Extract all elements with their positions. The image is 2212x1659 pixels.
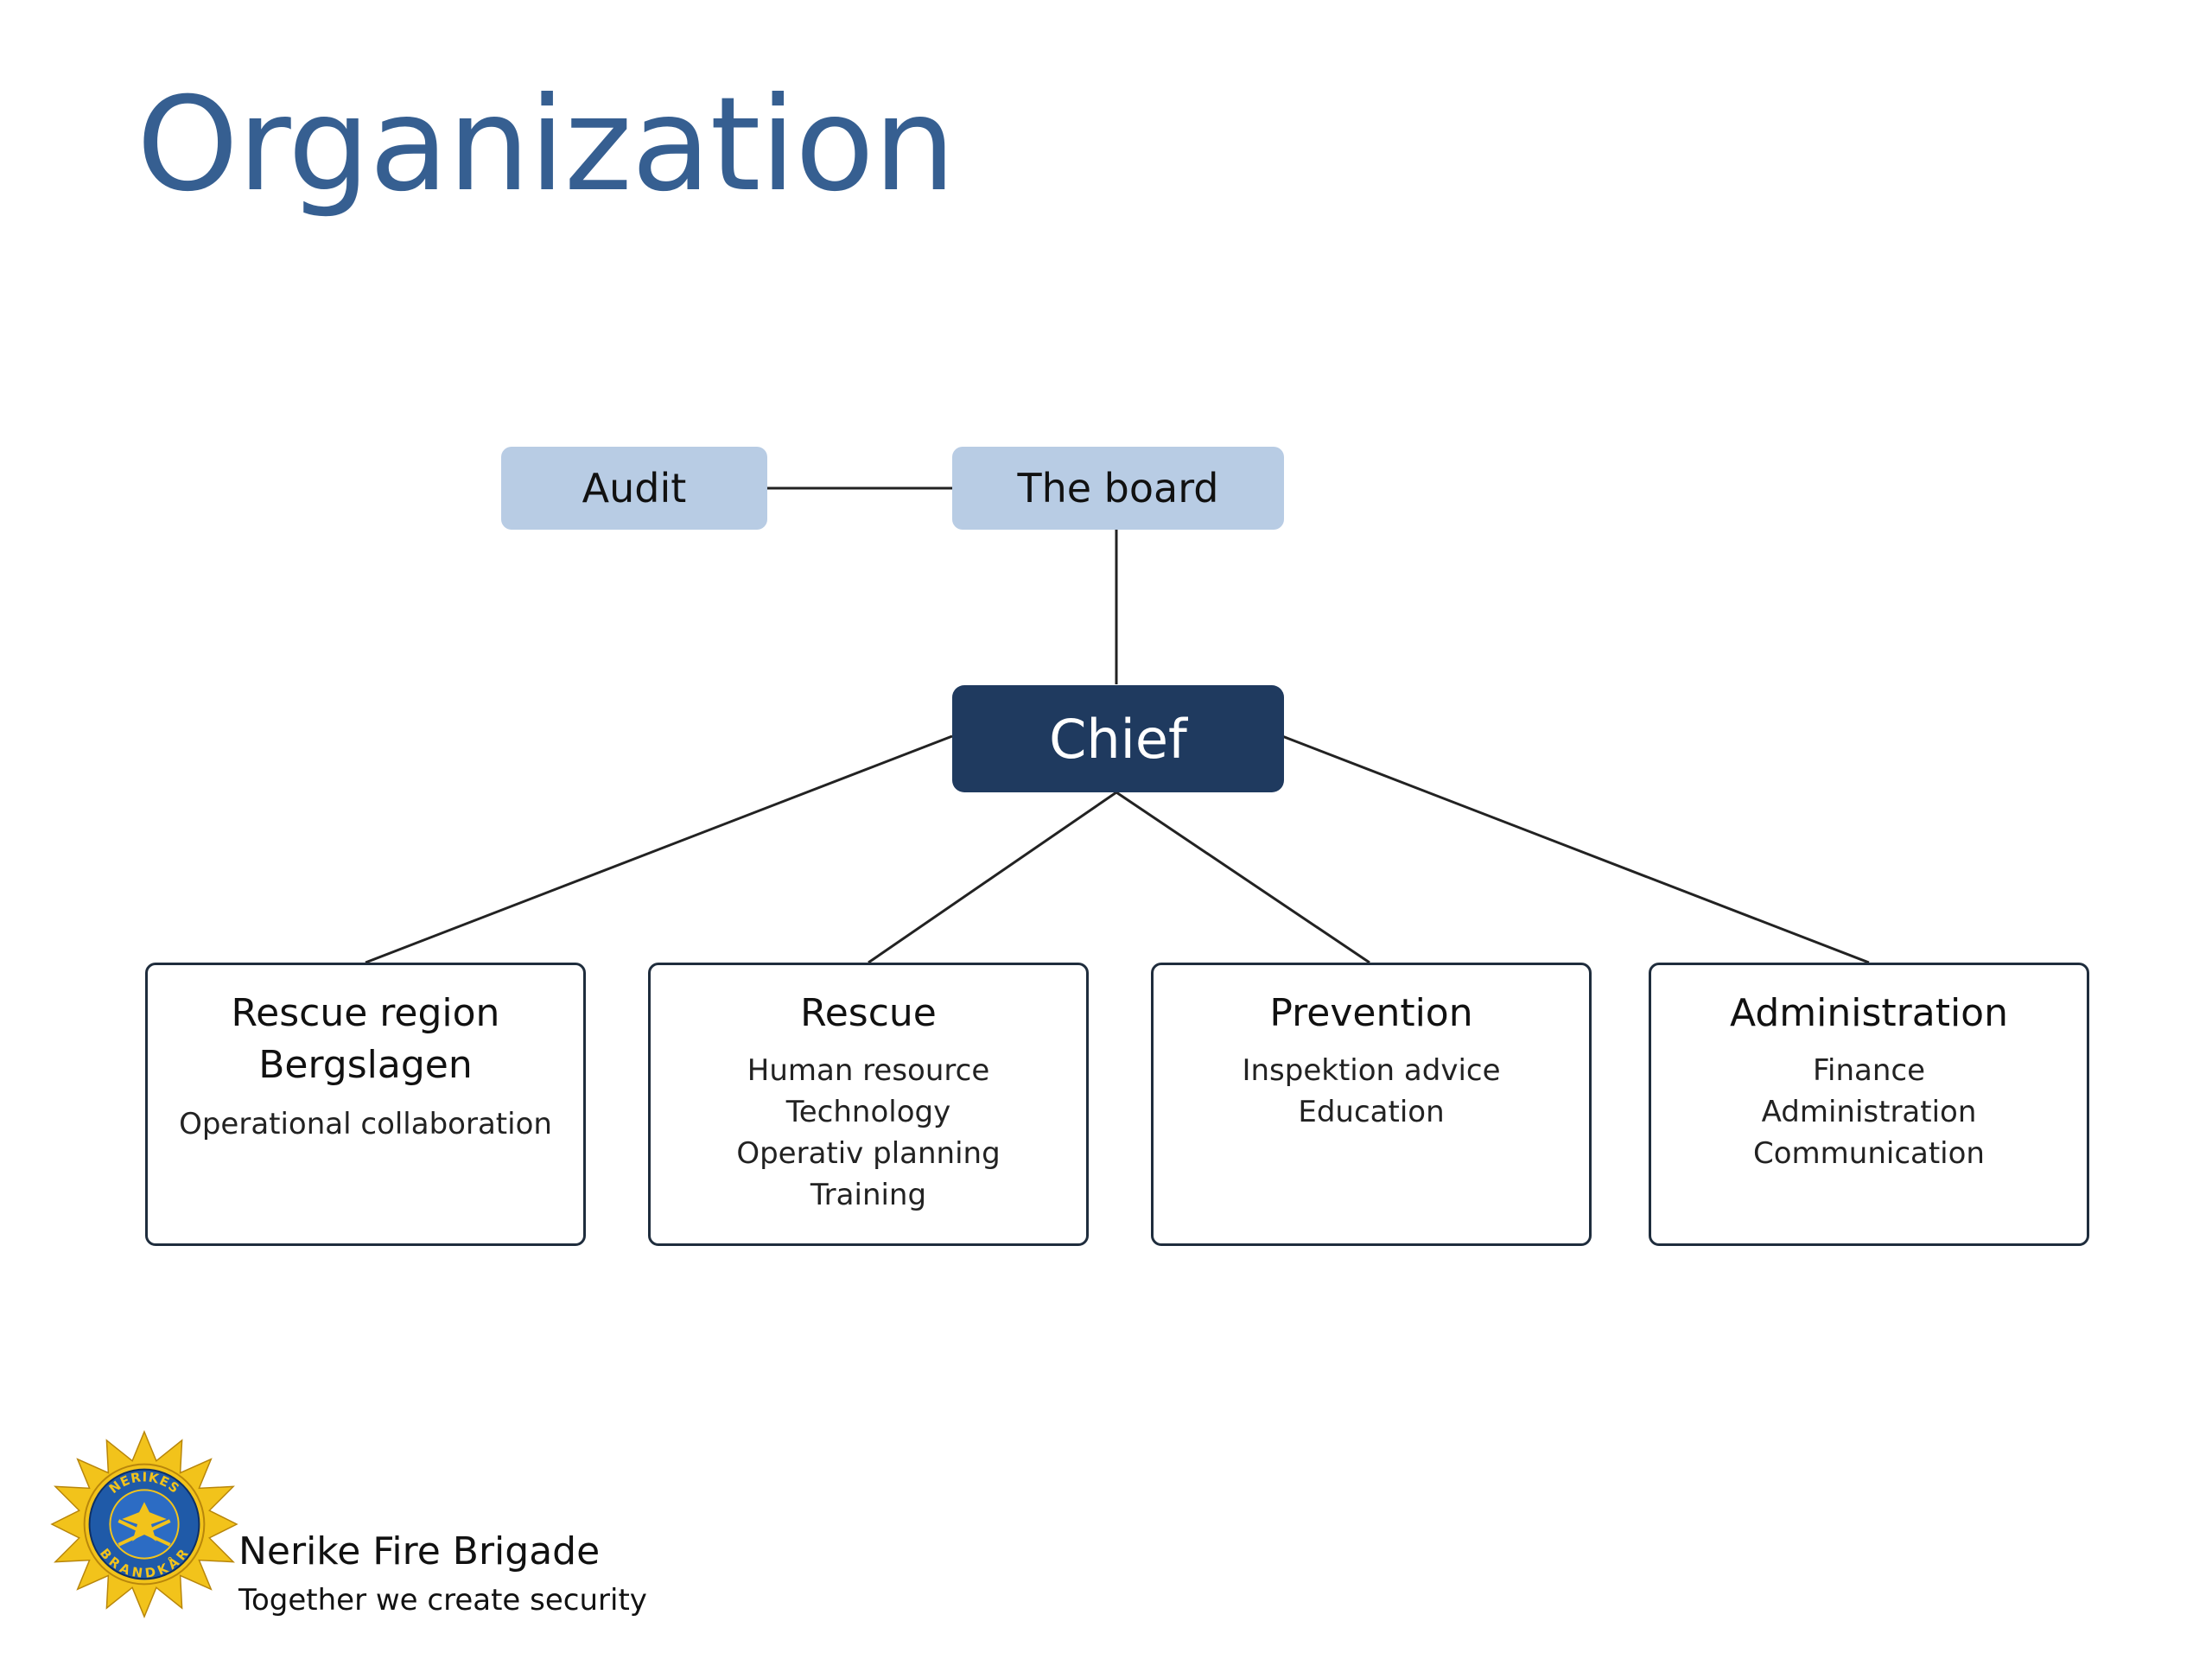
board-box: The board — [952, 447, 1284, 530]
department-item: Human resource — [747, 1053, 990, 1088]
department-box-rescue-region: Rescue region Bergslagen Operational col… — [145, 963, 586, 1246]
department-item: Training — [810, 1178, 927, 1212]
department-title: Prevention — [1269, 991, 1473, 1035]
page-title: Organization — [137, 70, 956, 220]
board-label: The board — [1017, 465, 1219, 512]
department-item: Technology — [785, 1095, 951, 1129]
department-item: Inspektion advice — [1242, 1053, 1501, 1088]
department-title: Rescue — [800, 991, 937, 1035]
department-items: Inspektion advice Education — [1242, 1050, 1500, 1133]
department-title: Administration — [1730, 991, 2008, 1035]
department-items: Human resource Technology Operativ plann… — [736, 1050, 1000, 1216]
organization-name: Nerike Fire Brigade — [238, 1529, 601, 1573]
department-item: Communication — [1753, 1136, 1985, 1171]
department-box-administration: Administration Finance Administration Co… — [1649, 963, 2089, 1246]
organization-tagline: Together we create security — [238, 1583, 647, 1618]
audit-box: Audit — [501, 447, 767, 530]
chief-dept-2-connector — [868, 791, 1117, 964]
fire-brigade-logo-icon: NERIKES BRANDKÅR — [50, 1430, 238, 1618]
chief-dept-3-connector — [1116, 791, 1370, 964]
department-items: Operational collaboration — [179, 1103, 552, 1145]
department-item: Operativ planning — [736, 1136, 1001, 1171]
department-item: Finance — [1812, 1053, 1926, 1088]
chief-box: Chief — [952, 685, 1284, 792]
department-item: Administration — [1761, 1095, 1977, 1129]
chief-dept-1-connector — [365, 734, 953, 964]
department-title: Rescue region Bergslagen — [231, 991, 500, 1087]
department-item: Operational collaboration — [179, 1107, 552, 1141]
audit-label: Audit — [582, 465, 687, 512]
department-box-rescue: Rescue Human resource Technology Operati… — [648, 963, 1089, 1246]
department-box-prevention: Prevention Inspektion advice Education — [1151, 963, 1592, 1246]
chief-label: Chief — [1049, 707, 1187, 771]
department-items: Finance Administration Communication — [1753, 1050, 1985, 1174]
department-item: Education — [1298, 1095, 1445, 1129]
chief-dept-4-connector — [1281, 734, 1870, 964]
